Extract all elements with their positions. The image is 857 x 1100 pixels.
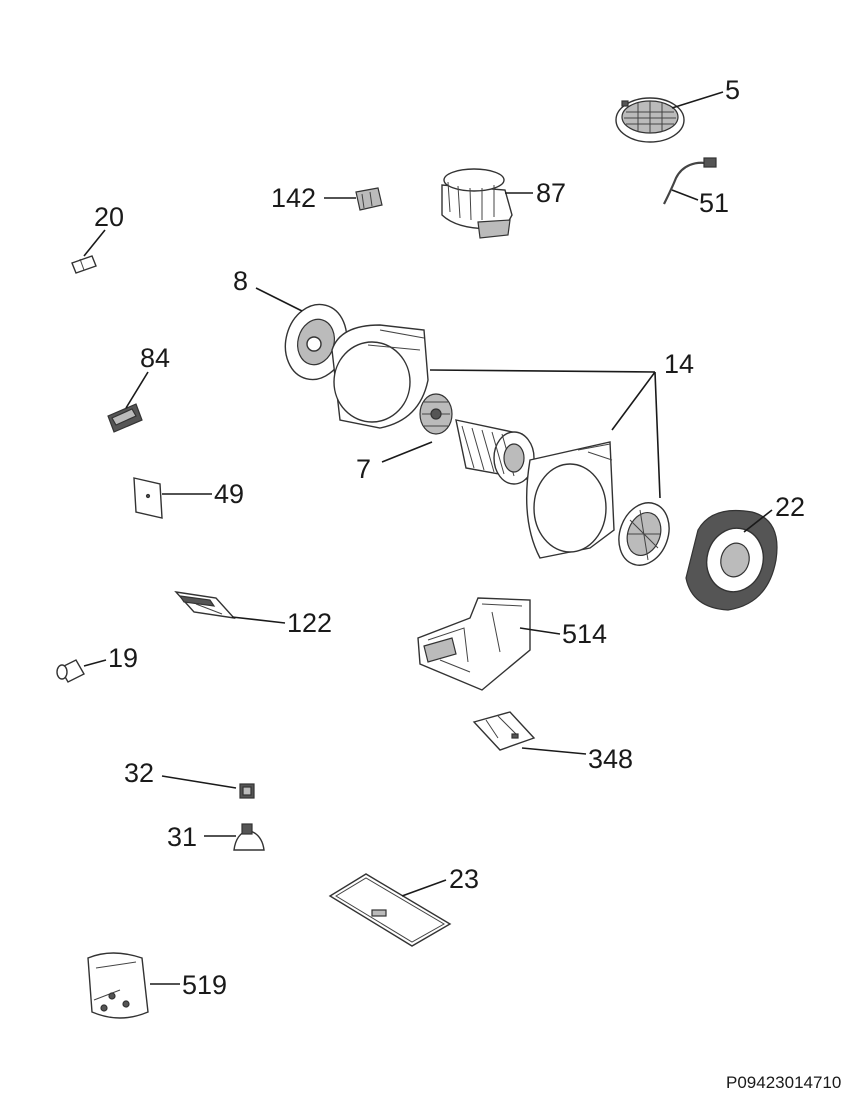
leader-23 — [401, 879, 447, 897]
part-49-panel[interactable] — [133, 477, 163, 519]
part-87-duct-connector[interactable] — [441, 168, 513, 239]
leader-32 — [161, 775, 237, 789]
part-14-housing-back[interactable] — [525, 441, 615, 559]
part-14-housing-front[interactable] — [331, 324, 429, 429]
part-31-knob[interactable] — [233, 823, 265, 851]
leader-14 — [429, 369, 661, 499]
label-32: 32 — [124, 758, 154, 788]
leader-84 — [125, 371, 149, 409]
label-22: 22 — [775, 492, 805, 522]
label-122: 122 — [287, 608, 332, 638]
leader-5 — [671, 91, 724, 109]
label-142: 142 — [271, 183, 316, 213]
label-19: 19 — [108, 643, 138, 673]
part-514-frame[interactable] — [417, 597, 531, 691]
part-32-small-connector[interactable] — [239, 783, 255, 799]
part-20-small-part[interactable] — [71, 255, 97, 274]
label-84: 84 — [140, 343, 170, 373]
part-84-connector[interactable] — [107, 403, 143, 433]
leader-51 — [671, 189, 699, 201]
part-5-round-grille[interactable] — [615, 97, 685, 143]
label-14: 14 — [664, 349, 694, 379]
leader-20 — [83, 229, 106, 257]
label-87: 87 — [536, 178, 566, 208]
leader-7 — [381, 441, 433, 463]
part-122-circuit-board[interactable] — [174, 591, 236, 619]
label-7: 7 — [356, 454, 371, 484]
part-142-clip[interactable] — [355, 187, 383, 211]
label-31: 31 — [167, 822, 197, 852]
leader-514 — [519, 627, 561, 635]
label-51: 51 — [699, 188, 729, 218]
label-8: 8 — [233, 266, 248, 296]
leader-8 — [255, 287, 303, 312]
label-519: 519 — [182, 970, 227, 1000]
part-519-screw-bag[interactable] — [87, 952, 149, 1019]
label-514: 514 — [562, 619, 607, 649]
leader-19 — [83, 659, 107, 667]
label-20: 20 — [94, 202, 124, 232]
diagram-code: P09423014710 — [726, 1073, 841, 1092]
label-348: 348 — [588, 744, 633, 774]
label-49: 49 — [214, 479, 244, 509]
part-14-round-guard[interactable] — [611, 496, 678, 573]
leader-22 — [743, 509, 773, 533]
part-19-cylinder[interactable] — [56, 659, 85, 683]
part-7-motor[interactable] — [419, 393, 453, 435]
leader-348 — [521, 747, 587, 755]
part-348-plate[interactable] — [472, 711, 536, 751]
part-8-motor-flange[interactable] — [277, 298, 355, 387]
part-23-grease-filter[interactable] — [328, 873, 452, 947]
part-22-carbon-filter[interactable] — [685, 509, 778, 611]
leader-122 — [231, 616, 286, 624]
label-23: 23 — [449, 864, 479, 894]
part-51-cable[interactable] — [663, 157, 717, 205]
part-fan-wheel[interactable] — [455, 419, 535, 485]
label-5: 5 — [725, 75, 740, 105]
